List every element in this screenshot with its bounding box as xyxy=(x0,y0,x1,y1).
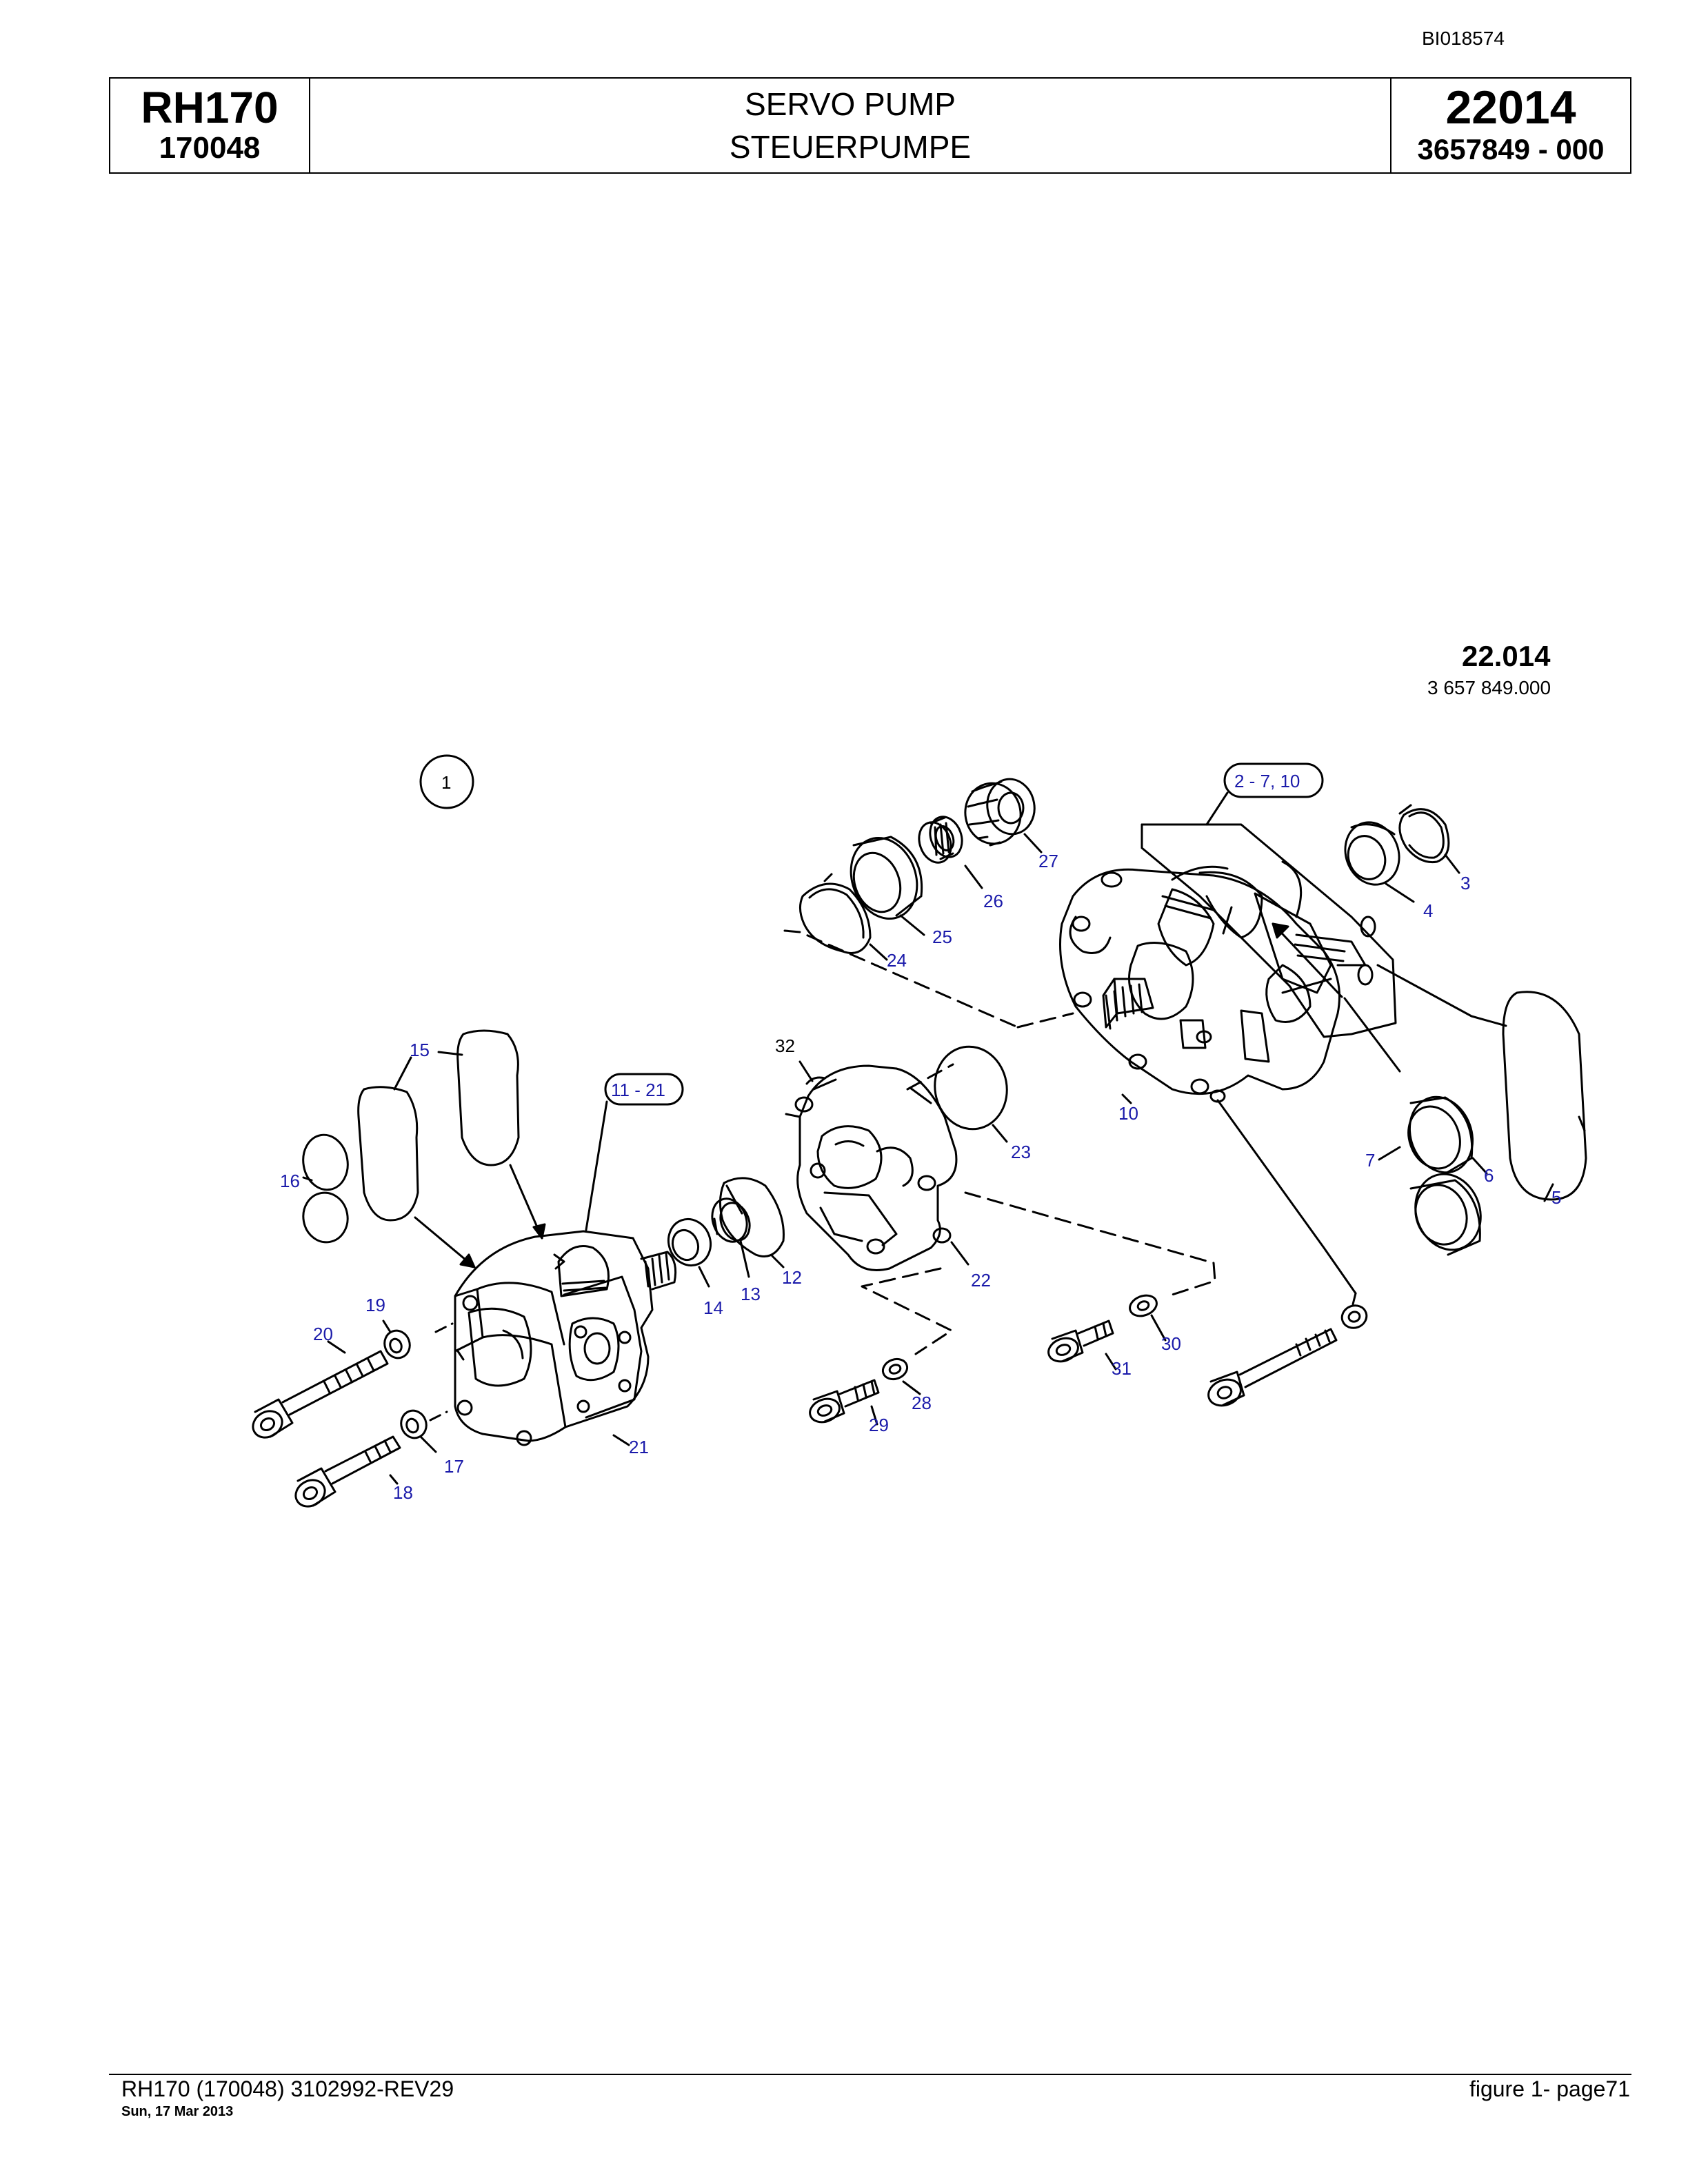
o-ring-16-a xyxy=(302,1133,349,1191)
retaining-ring-3 xyxy=(1398,804,1450,864)
callout-14: 14 xyxy=(703,1297,723,1318)
washer-long-bolt xyxy=(1340,1304,1368,1329)
needle-bearing-26 xyxy=(918,816,963,864)
callout-19: 19 xyxy=(365,1295,385,1315)
callout-27: 27 xyxy=(1038,851,1058,871)
circlip-13 xyxy=(711,1197,751,1243)
assembly-arrow xyxy=(1272,922,1343,998)
callout-12: 12 xyxy=(782,1267,802,1288)
figure-cell: 22014 3657849 - 000 xyxy=(1391,79,1630,172)
title-block: RH170 170048 SERVO PUMP STEUERPUMPE 2201… xyxy=(109,77,1631,174)
title-english: SERVO PUMP xyxy=(745,86,956,122)
circlip-24 xyxy=(799,873,872,954)
pump-body-10 xyxy=(1059,823,1397,1103)
callout-6: 6 xyxy=(1484,1165,1494,1186)
model-cell: RH170 170048 xyxy=(110,79,310,172)
callout-4: 4 xyxy=(1423,900,1433,921)
callout-23: 23 xyxy=(1011,1142,1031,1162)
footer-page-ref: figure 1- page71 xyxy=(1469,2076,1630,2101)
shaft-seal-14 xyxy=(667,1217,712,1267)
callout-28: 28 xyxy=(912,1393,932,1413)
figure-part-number: 3 657 849.000 xyxy=(1427,677,1551,698)
cap-screw-29 xyxy=(809,1379,880,1424)
footer-document-ref: RH170 (170048) 3102992-REV29 xyxy=(121,2076,454,2101)
callout-18: 18 xyxy=(393,1482,413,1503)
footer-date: Sun, 17 Mar 2013 xyxy=(121,2104,234,2119)
title-cell: SERVO PUMP STEUERPUMPE xyxy=(310,79,1391,172)
callout-24: 24 xyxy=(887,950,907,971)
callout-32: 32 xyxy=(775,1035,795,1056)
callout-13: 13 xyxy=(741,1284,761,1304)
callout-25: 25 xyxy=(932,927,952,947)
callout-21: 21 xyxy=(629,1437,649,1457)
front-pump-housing-21 xyxy=(454,1230,677,1446)
long-cap-screw xyxy=(1207,1328,1338,1407)
callout-5: 5 xyxy=(1551,1187,1561,1208)
ring-25 xyxy=(850,836,923,920)
callout-2-7-10: 2 - 7, 10 xyxy=(1234,771,1300,791)
figure-label: 22.014 xyxy=(1462,640,1551,672)
gasket-15-a xyxy=(456,1029,520,1166)
callout-29: 29 xyxy=(869,1415,889,1435)
callout-3: 3 xyxy=(1460,873,1470,893)
washer-19 xyxy=(383,1329,411,1359)
document-id: BI018574 xyxy=(1422,28,1505,49)
callout-15: 15 xyxy=(410,1040,430,1060)
o-ring-23 xyxy=(934,1045,1008,1131)
group-callout-1-ring xyxy=(419,754,474,809)
callout-10: 10 xyxy=(1118,1103,1138,1124)
group-callout-11-21-ring xyxy=(604,1073,684,1106)
group-callout-2-7-10-ring xyxy=(1223,762,1324,798)
gasket-5 xyxy=(1502,991,1587,1201)
figure-number: 22014 xyxy=(1445,81,1576,134)
callout-1: 1 xyxy=(441,772,451,793)
footer-divider xyxy=(109,2074,1631,2075)
bushing-6 xyxy=(1407,1095,1474,1174)
callout-11-21: 11 - 21 xyxy=(611,1080,665,1100)
intermediate-flange-22 xyxy=(785,1064,958,1271)
title-german: STEUERPUMPE xyxy=(729,129,972,165)
cap-screw-20 xyxy=(252,1350,389,1439)
callout-16: 16 xyxy=(280,1171,300,1191)
washer-12 xyxy=(719,1177,785,1257)
washer-28 xyxy=(881,1357,909,1381)
callout-30: 30 xyxy=(1161,1333,1181,1354)
callout-7: 7 xyxy=(1365,1150,1375,1171)
serial-number: 170048 xyxy=(159,131,261,165)
washer-17 xyxy=(400,1409,428,1439)
spline-gear-27 xyxy=(964,778,1036,847)
o-ring-16-b xyxy=(302,1191,349,1244)
bushing-7 xyxy=(1409,1173,1482,1256)
callout-17: 17 xyxy=(444,1456,464,1477)
cap-screw-31 xyxy=(1047,1320,1114,1363)
part-number: 3657849 - 000 xyxy=(1417,133,1605,165)
callout-22: 22 xyxy=(971,1270,991,1291)
cap-screw-18 xyxy=(294,1435,401,1508)
shaft-seal-4 xyxy=(1344,821,1400,886)
callout-20: 20 xyxy=(313,1324,333,1344)
washer-30 xyxy=(1129,1294,1158,1317)
callout-26: 26 xyxy=(983,891,1003,911)
callout-31: 31 xyxy=(1112,1358,1132,1379)
gasket-15-b xyxy=(357,1086,419,1222)
model-name: RH170 xyxy=(141,83,279,132)
